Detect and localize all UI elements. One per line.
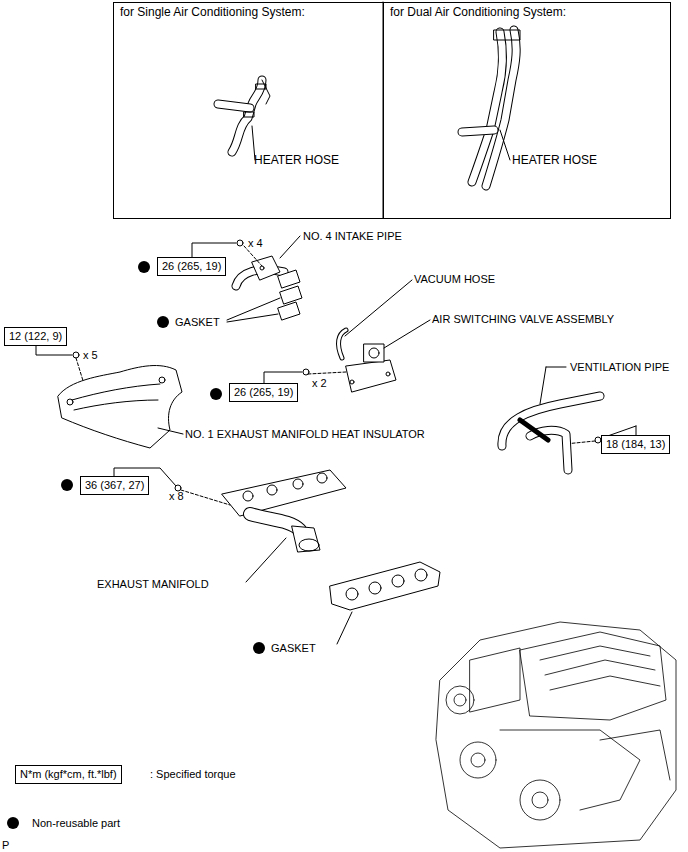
part-name: NO. 4 INTAKE PIPE xyxy=(303,229,402,243)
legend-text: Non-reusable part xyxy=(32,816,120,830)
quantity-mark: x 8 xyxy=(169,489,184,503)
intake-pipe xyxy=(227,236,302,322)
exhaust-manifold xyxy=(222,470,346,582)
torque-box: N*m (kgf*cm, ft.*lbf) xyxy=(15,765,122,784)
part-name: NO. 1 EXHAUST MANIFOLD HEAT INSULATOR xyxy=(185,427,425,441)
torque-value: N*m (kgf*cm, ft.*lbf) xyxy=(20,768,117,780)
heater-hose-dual xyxy=(462,30,520,186)
torque-box: 12 (122, 9) xyxy=(4,327,67,346)
torque-box: 26 (265, 19) xyxy=(157,257,226,276)
manifold-gasket xyxy=(330,562,440,644)
part-name: GASKET xyxy=(175,315,220,329)
part-name: VENTILATION PIPE xyxy=(570,360,669,374)
torque-value: 26 (265, 19) xyxy=(162,260,221,272)
torque-value: 36 (367, 27) xyxy=(85,479,144,491)
torque-box: 36 (367, 27) xyxy=(80,476,149,495)
variant-panel: for Single Air Conditioning System: HEATE… xyxy=(113,2,384,219)
quantity-mark: x 4 xyxy=(248,236,263,250)
part-name: VACUUM HOSE xyxy=(414,272,495,286)
part-name: HEATER HOSE xyxy=(254,153,339,167)
part-name: HEATER HOSE xyxy=(512,153,597,167)
torque-value: 18 (184, 13) xyxy=(606,438,665,450)
part-name: EXHAUST MANIFOLD xyxy=(97,577,209,591)
non-reusable-dots xyxy=(7,261,265,829)
torque-value: 26 (265, 19) xyxy=(234,386,293,398)
variant-panel: for Dual Air Conditioning System: HEATER … xyxy=(383,2,671,219)
panel-heading: for Single Air Conditioning System: xyxy=(120,5,305,19)
quantity-mark: x 2 xyxy=(312,376,327,390)
panel-heading: for Dual Air Conditioning System: xyxy=(390,5,566,19)
torque-box: 18 (184, 13) xyxy=(601,435,670,454)
heater-hose-single xyxy=(218,80,270,160)
heat-insulator xyxy=(58,366,183,448)
quantity-mark: x 5 xyxy=(83,348,98,362)
part-name: AIR SWITCHING VALVE ASSEMBLY xyxy=(432,312,614,326)
air-switching-valve xyxy=(346,320,430,392)
torque-box: 26 (265, 19) xyxy=(229,383,298,402)
part-name: GASKET xyxy=(271,641,316,655)
ventilation-pipe xyxy=(502,367,600,470)
torque-value: 12 (122, 9) xyxy=(9,330,62,342)
legend-text: : Specified torque xyxy=(150,767,236,781)
page-mark: P xyxy=(2,838,9,852)
engine-illustration xyxy=(436,622,676,848)
